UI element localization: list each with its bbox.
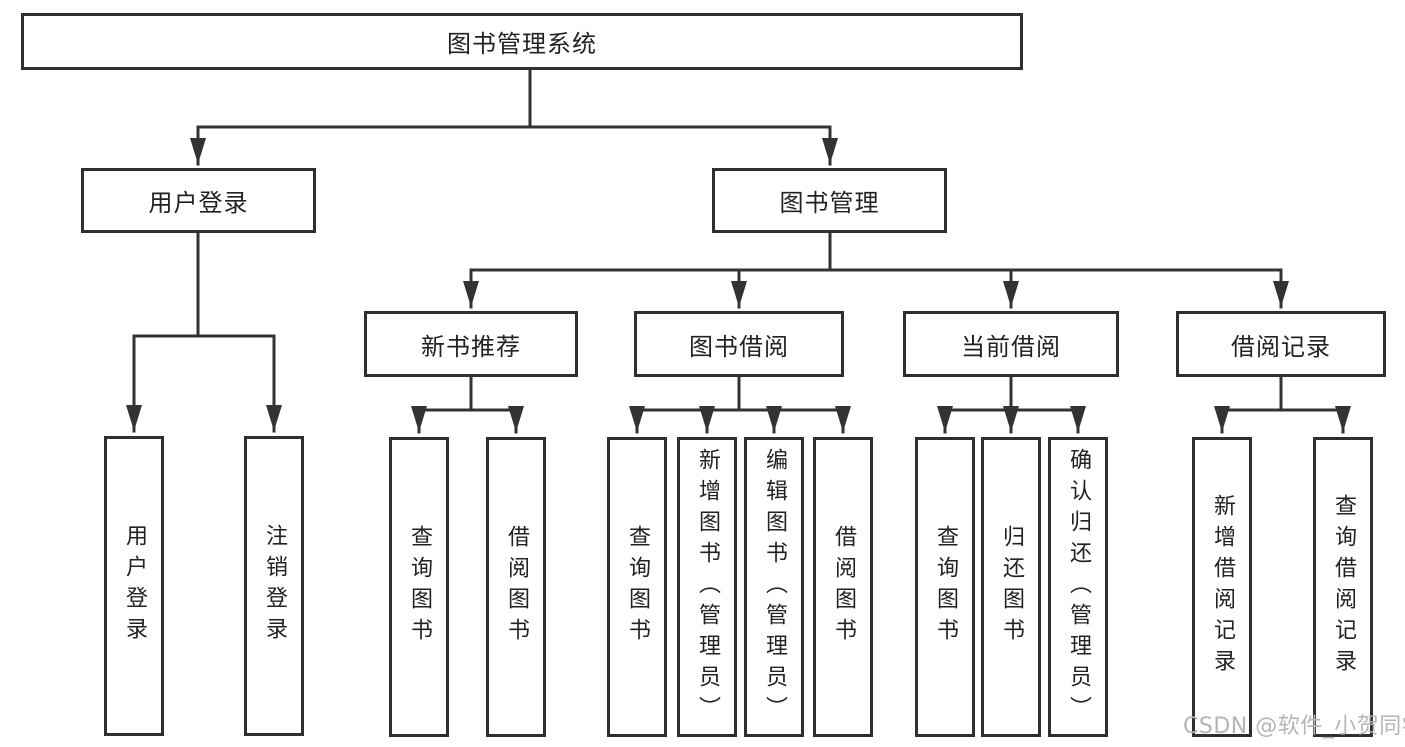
branch-label: 用户登录 <box>148 189 249 217</box>
leaf-box-recommend-borrow-books: 借阅图书 <box>486 437 546 737</box>
leaf-label: 新增借阅记录 <box>1210 494 1235 680</box>
leaf-box-current-return-books: 归还图书 <box>981 437 1041 737</box>
leaf-box-current-query-books: 查询图书 <box>915 437 975 737</box>
branch-label: 图书管理 <box>779 189 880 217</box>
leaf-label: 借阅图书 <box>504 525 529 649</box>
leaf-box-borrow-edit-books-admin: 编辑图书（管理员） <box>744 437 804 737</box>
leaf-box-borrow-query-books: 查询图书 <box>607 437 667 737</box>
leaf-box-borrow-add-books-admin: 新增图书（管理员） <box>677 437 737 737</box>
csdn-watermark: CSDN @软件_小贺同学 <box>1183 714 1405 739</box>
leaf-box-logout: 注销登录 <box>244 436 304 736</box>
leaf-label: 编辑图书（管理员） <box>762 447 787 727</box>
leaf-label: 查询图书 <box>407 525 432 649</box>
leaf-label: 查询图书 <box>625 525 650 649</box>
section-box-book-borrow: 图书借阅 <box>634 311 844 377</box>
section-box-current-borrow: 当前借阅 <box>903 311 1119 377</box>
leaf-box-user-login: 用户登录 <box>104 436 164 736</box>
section-label: 当前借阅 <box>961 332 1061 361</box>
leaf-label: 借阅图书 <box>831 525 856 649</box>
leaf-label: 用户登录 <box>122 524 147 648</box>
section-label: 新书推荐 <box>421 332 521 361</box>
leaf-label: 新增图书（管理员） <box>695 447 720 727</box>
section-box-borrow-record: 借阅记录 <box>1176 311 1386 377</box>
section-label: 图书借阅 <box>689 332 789 361</box>
leaf-label: 查询图书 <box>933 525 958 649</box>
root-box-library-system: 图书管理系统 <box>21 13 1023 70</box>
leaf-label: 查询借阅记录 <box>1331 494 1356 680</box>
section-box-new-book-recommend: 新书推荐 <box>364 311 578 377</box>
leaf-box-borrow-borrow-books: 借阅图书 <box>813 437 873 737</box>
branch-box-user-login: 用户登录 <box>81 168 316 233</box>
leaf-box-record-query-borrow-record: 查询借阅记录 <box>1313 437 1373 737</box>
branch-box-book-management: 图书管理 <box>712 168 947 233</box>
root-label: 图书管理系统 <box>447 30 597 58</box>
leaf-label: 归还图书 <box>999 525 1024 649</box>
leaf-label: 确认归还（管理员） <box>1066 447 1091 727</box>
leaf-box-recommend-query-books: 查询图书 <box>389 437 449 737</box>
leaf-box-current-confirm-return-admin: 确认归还（管理员） <box>1048 437 1108 737</box>
section-label: 借阅记录 <box>1231 332 1331 361</box>
leaf-label: 注销登录 <box>262 524 287 648</box>
leaf-box-record-add-borrow-record: 新增借阅记录 <box>1192 437 1252 737</box>
